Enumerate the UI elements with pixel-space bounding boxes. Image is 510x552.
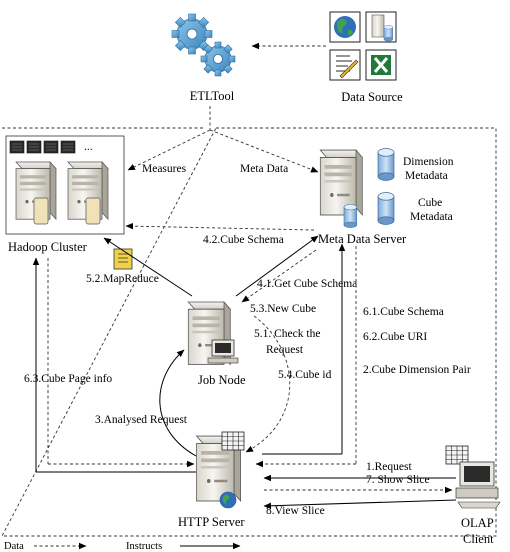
edge-metadata-to-job xyxy=(241,249,317,303)
cluster-more-dots: ... xyxy=(84,141,93,153)
job-node-label: Job Node xyxy=(198,373,246,387)
new-cube-53-label: 5.3.New Cube xyxy=(250,303,316,315)
globe-icon xyxy=(329,11,361,43)
http-globe-icon xyxy=(219,491,237,509)
measures-label: Measures xyxy=(142,163,187,175)
data-cube-grid-icon xyxy=(221,431,245,451)
data-source-icons xyxy=(329,11,397,81)
cube-dimension-pair-label: 2.Cube Dimension Pair xyxy=(363,364,471,376)
mapreduce-icon xyxy=(113,248,133,270)
edge-olap-to-http-view xyxy=(263,499,457,509)
data-source-label: Data Source xyxy=(341,90,403,104)
edge-etl-to-metadata xyxy=(209,129,319,173)
edge-job-to-hadoop xyxy=(103,237,193,297)
legend-instructs-label: Instructs xyxy=(126,541,162,552)
cube-metadata-label-2: Metadata xyxy=(410,211,453,223)
cube-page-info-63-label: 6.3.Cube Page info xyxy=(24,373,112,385)
edge-http-to-job xyxy=(159,349,197,457)
etl-tool-label: ETLTool xyxy=(190,89,235,103)
database-server-icon xyxy=(365,11,397,43)
edge-job-to-metadata xyxy=(235,235,319,297)
check-request-51-label-2: Request xyxy=(266,344,304,356)
olap-client-label-1: OLAP xyxy=(461,516,494,530)
legend: Data Instructs xyxy=(4,541,241,552)
dimension-metadata-label-1: Dimension xyxy=(403,156,454,168)
olap-client-computer-icon xyxy=(455,461,501,509)
system-boundary-frame xyxy=(1,127,497,537)
edge-etl-to-hadoop xyxy=(127,129,211,171)
cluster-nodes-icon xyxy=(9,140,76,154)
show-slice-7-label: 7. Show Slice xyxy=(366,474,430,486)
analysed-request-3-label: 3.Analysed Request xyxy=(95,414,188,426)
request-1-label: 1.Request xyxy=(366,461,412,473)
check-request-51-label-1: 5.1. Check the xyxy=(254,328,320,340)
http-server-label: HTTP Server xyxy=(178,515,245,529)
edge-metadata-to-hadoop xyxy=(125,222,315,231)
meta-data-server-label: Meta Data Server xyxy=(318,232,407,246)
cube-id-54-label: 5.4.Cube id xyxy=(278,369,332,381)
get-cube-schema-41-label: 4.1.Get Cube Schema xyxy=(257,278,357,290)
olap-cube-grid-icon xyxy=(445,445,469,465)
cube-metadata-label-1: Cube xyxy=(418,197,442,209)
meta-data-label: Meta Data xyxy=(240,163,288,175)
etl-tool-gears-icon xyxy=(171,13,236,77)
document-edit-icon xyxy=(329,49,361,81)
cube-schema-42-label: 4.2.Cube Schema xyxy=(203,234,284,246)
cube-schema-61-label: 6.1.Cube Schema xyxy=(363,306,444,318)
hadoop-cluster-box xyxy=(5,135,125,235)
job-node-pc-icon xyxy=(207,339,239,364)
legend-data-label: Data xyxy=(4,541,24,552)
dimension-metadata-icon xyxy=(377,148,395,181)
cube-uri-62-label: 6.2.Cube URI xyxy=(363,331,427,343)
cube-metadata-icon xyxy=(377,192,395,225)
mapreduce-label: 5.2.MapReduce xyxy=(86,273,159,285)
hadoop-cluster-label: Hadoop Cluster xyxy=(8,240,88,254)
olap-client-label-2: Client xyxy=(463,532,494,546)
dimension-metadata-label-2: Metadata xyxy=(405,170,448,182)
view-slice-8-label: 8.View Slice xyxy=(266,505,325,517)
hadoop-disk-icons xyxy=(33,197,101,225)
excel-icon xyxy=(365,49,397,81)
metadata-disk-icon xyxy=(343,204,358,228)
